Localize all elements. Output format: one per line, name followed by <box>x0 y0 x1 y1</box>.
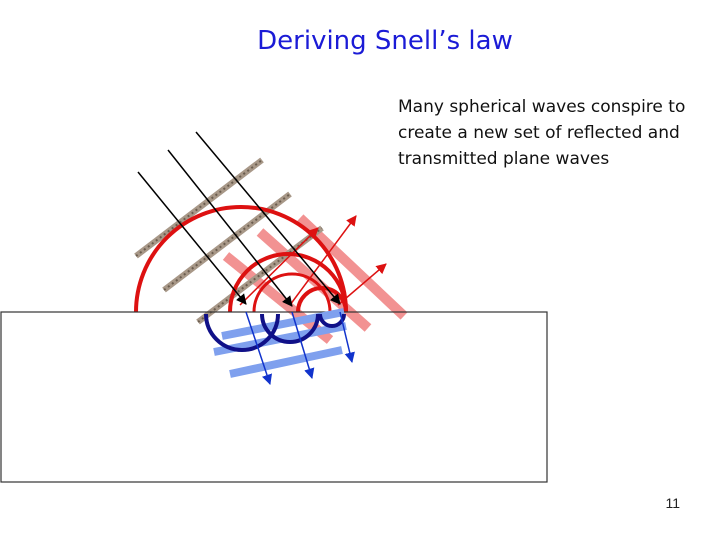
caption-text: Many spherical waves conspire to create … <box>398 97 686 169</box>
transmitted-rays <box>245 311 355 385</box>
slide-number: 11 <box>665 495 680 511</box>
second-medium <box>0 311 548 483</box>
reflected-rays <box>239 215 387 306</box>
incident-rays <box>137 131 341 307</box>
transmitted-wavelets <box>204 313 346 352</box>
slide-title: Deriving Snell’s law <box>257 26 513 56</box>
reflected-wavelets <box>134 205 348 313</box>
